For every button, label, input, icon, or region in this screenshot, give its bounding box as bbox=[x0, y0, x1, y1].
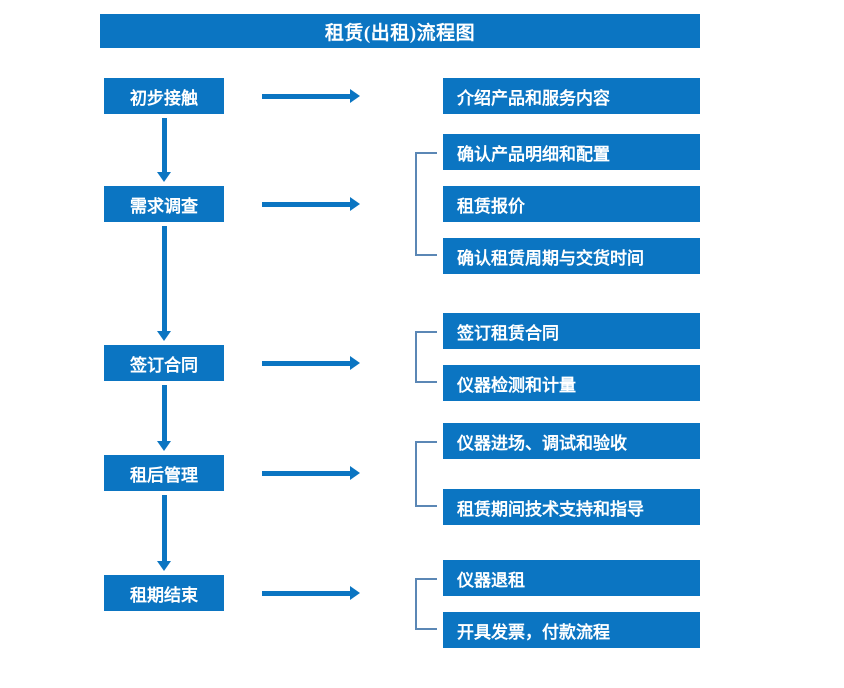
arrow-survey-to-contract bbox=[157, 226, 171, 341]
stage-box-post-rental-management[interactable]: 租后管理 bbox=[104, 455, 224, 491]
arrow-head bbox=[157, 172, 171, 182]
stage-box-sign-contract[interactable]: 签订合同 bbox=[104, 345, 224, 381]
arrow-to-contract bbox=[262, 356, 360, 370]
arrow-head bbox=[350, 89, 360, 103]
detail-box-rental-quotation[interactable]: 租赁报价 bbox=[443, 186, 700, 222]
stage-box-initial-contact[interactable]: 初步接触 bbox=[104, 78, 224, 114]
arrow-head bbox=[350, 356, 360, 370]
arrow-head bbox=[157, 561, 171, 571]
detail-box-instrument-return[interactable]: 仪器退租 bbox=[443, 560, 700, 596]
arrow-shaft bbox=[262, 591, 350, 596]
arrow-head bbox=[350, 197, 360, 211]
bracket-requirements bbox=[415, 152, 437, 256]
bracket-post-rental bbox=[415, 441, 437, 507]
page-title: 租赁(出租)流程图 bbox=[100, 14, 700, 48]
arrow-shaft bbox=[262, 94, 350, 99]
stage-box-rental-end[interactable]: 租期结束 bbox=[104, 575, 224, 611]
detail-box-introduce-products[interactable]: 介绍产品和服务内容 bbox=[443, 78, 700, 114]
arrow-shaft bbox=[162, 226, 167, 331]
arrow-head bbox=[157, 441, 171, 451]
arrow-head bbox=[350, 466, 360, 480]
detail-box-sign-rental-contract[interactable]: 签订租赁合同 bbox=[443, 313, 700, 349]
arrow-contract-to-management bbox=[157, 385, 171, 451]
arrow-to-intro bbox=[262, 89, 360, 103]
arrow-contact-to-survey bbox=[157, 118, 171, 182]
arrow-to-requirements bbox=[262, 197, 360, 211]
detail-box-invoice-payment[interactable]: 开具发票，付款流程 bbox=[443, 612, 700, 648]
arrow-to-closing bbox=[262, 586, 360, 600]
detail-box-technical-support[interactable]: 租赁期间技术支持和指导 bbox=[443, 489, 700, 525]
arrow-shaft bbox=[262, 361, 350, 366]
arrow-shaft bbox=[262, 202, 350, 207]
arrow-shaft bbox=[162, 495, 167, 561]
arrow-head bbox=[157, 331, 171, 341]
arrow-to-post-rental bbox=[262, 466, 360, 480]
stage-box-requirement-survey[interactable]: 需求调查 bbox=[104, 186, 224, 222]
detail-box-confirm-rental-period[interactable]: 确认租赁周期与交货时间 bbox=[443, 238, 700, 274]
detail-box-instrument-entry-commissioning[interactable]: 仪器进场、调试和验收 bbox=[443, 423, 700, 459]
arrow-head bbox=[350, 586, 360, 600]
bracket-closing bbox=[415, 578, 437, 630]
arrow-shaft bbox=[162, 118, 167, 172]
bracket-contract bbox=[415, 331, 437, 383]
detail-box-confirm-product-details[interactable]: 确认产品明细和配置 bbox=[443, 134, 700, 170]
arrow-management-to-end bbox=[157, 495, 171, 571]
detail-box-instrument-inspection[interactable]: 仪器检测和计量 bbox=[443, 365, 700, 401]
arrow-shaft bbox=[262, 471, 350, 476]
arrow-shaft bbox=[162, 385, 167, 441]
